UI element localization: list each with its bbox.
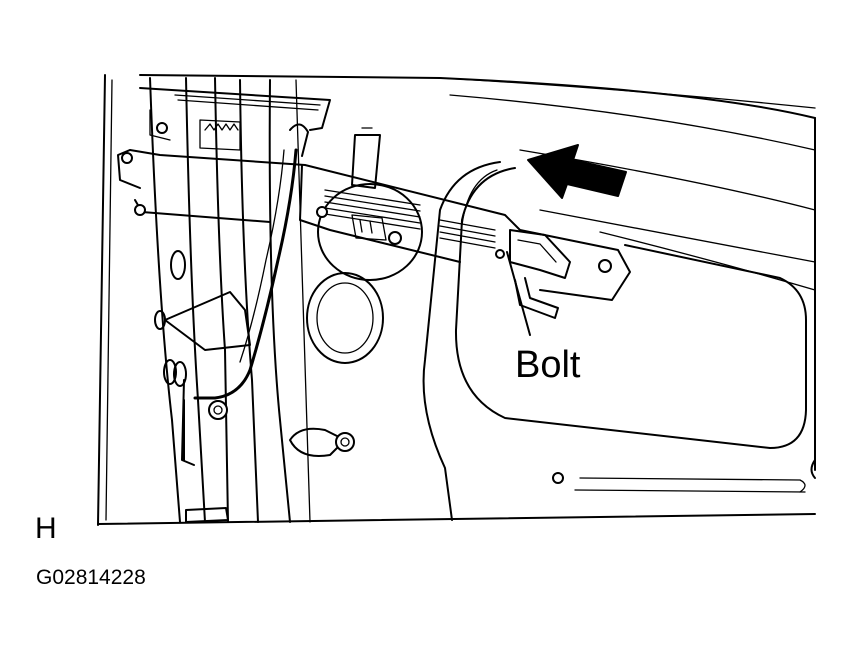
clip-detail-circle — [317, 128, 422, 280]
inner-panel-holes — [155, 250, 815, 483]
door-outer-panel — [98, 75, 815, 525]
door-frame-pillar — [150, 78, 310, 522]
bolt-callout-label: Bolt — [515, 344, 581, 386]
bracket-vents — [325, 190, 495, 248]
bolt-leader-line — [507, 252, 530, 335]
service-hole-outline — [424, 162, 806, 520]
view-letter: H — [35, 512, 57, 545]
bolt-bracket — [510, 230, 570, 318]
figure-code: G02814228 — [36, 566, 146, 589]
regulator-bracket — [118, 88, 630, 300]
direction-arrow-icon — [528, 145, 626, 198]
